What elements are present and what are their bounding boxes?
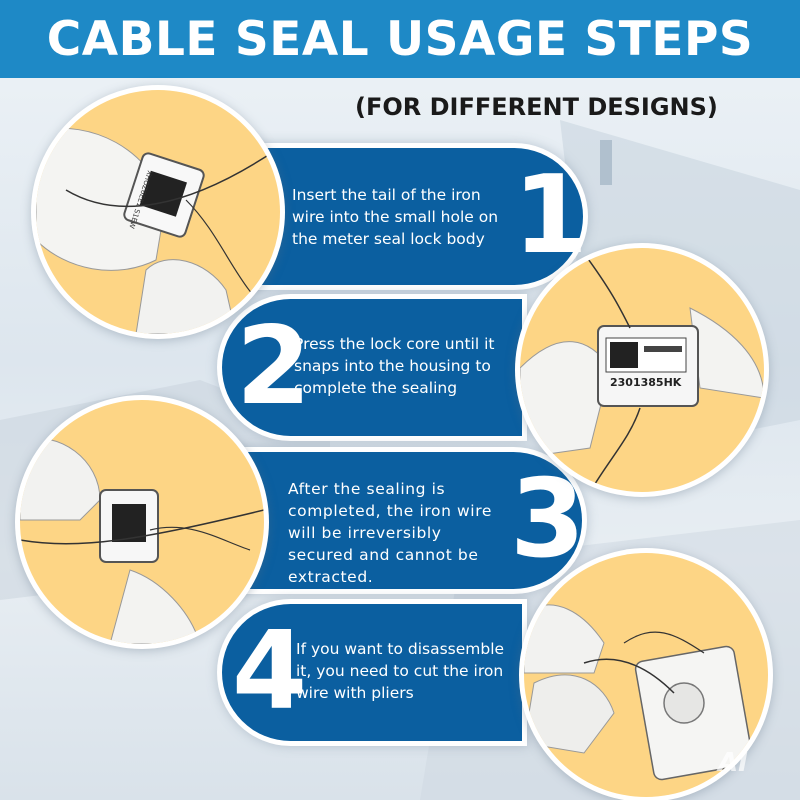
- step-1-number: 1: [513, 153, 589, 278]
- page-title: CABLE SEAL USAGE STEPS: [46, 11, 754, 67]
- step-1-panel: Insert the tail of the iron wire into th…: [230, 148, 588, 285]
- step-4-panel: 4 If you want to disassemble it, you nee…: [222, 604, 522, 741]
- step-3-panel: After the sealing is completed, the iron…: [242, 452, 586, 589]
- step-4-photo: [524, 553, 768, 797]
- step-3-number: 3: [510, 457, 586, 582]
- page-subtitle: (FOR DIFFERENT DESIGNS): [355, 93, 718, 121]
- step-1-photo: XHOZ6EE1 S1EW: [36, 90, 280, 334]
- photo-2-label: 2301385HK: [610, 376, 682, 389]
- title-banner: CABLE SEAL USAGE STEPS: [0, 0, 800, 78]
- watermark-text: AI: [718, 748, 748, 778]
- step-2-photo: 2301385HK: [520, 248, 764, 492]
- step-2-number: 2: [236, 304, 312, 429]
- step-4-number: 4: [232, 609, 308, 734]
- step-4-text: If you want to disassemble it, you need …: [296, 640, 505, 702]
- step-1-text: Insert the tail of the iron wire into th…: [292, 186, 499, 248]
- step-3-text: After the sealing is completed, the iron…: [288, 480, 492, 586]
- step-3-photo: [20, 400, 264, 644]
- step-2-text: Press the lock core until it snaps into …: [294, 335, 495, 397]
- step-2-panel: 2 Press the lock core until it snaps int…: [222, 299, 522, 436]
